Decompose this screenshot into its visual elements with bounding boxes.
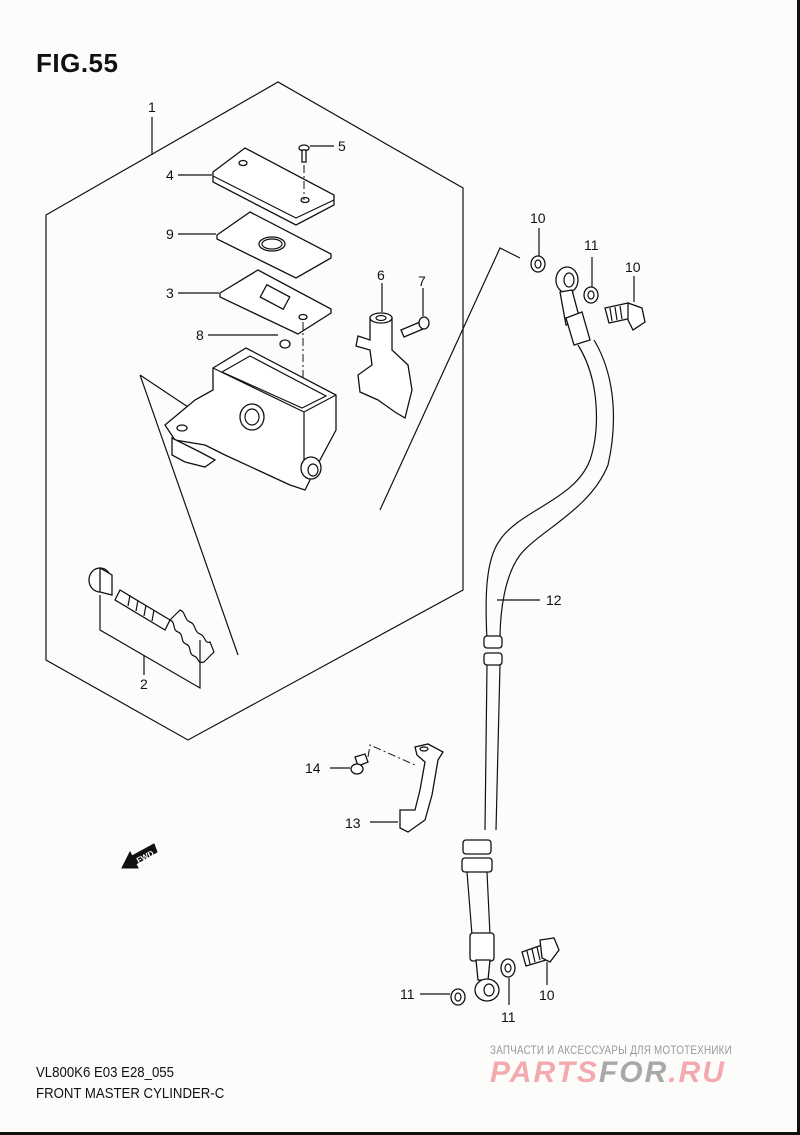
reservoir-plate-part[interactable]	[219, 269, 332, 335]
cap-screw-part[interactable]	[298, 144, 310, 163]
union-bolt-lower-part[interactable]	[521, 937, 560, 967]
diaphragm-part[interactable]	[216, 211, 332, 279]
callout-1[interactable]: 1	[148, 99, 156, 115]
callout-5[interactable]: 5	[338, 138, 346, 154]
callout-8[interactable]: 8	[196, 327, 204, 343]
callout-6[interactable]: 6	[377, 267, 385, 283]
gasket-upper-left-part[interactable]	[530, 255, 546, 273]
watermark-logo-part3: .RU	[668, 1056, 726, 1089]
hose-clamp-part[interactable]	[399, 743, 444, 833]
model-code: VL800K6 E03 E28_055	[36, 1064, 174, 1081]
watermark-logo-part1: PARTS	[490, 1056, 599, 1089]
piston-set-part[interactable]	[88, 566, 215, 663]
watermark-logo: PARTSFOR.RU	[490, 1056, 726, 1090]
clamp-bolt-part[interactable]	[350, 753, 369, 775]
callout-7[interactable]: 7	[418, 273, 426, 289]
callout-3[interactable]: 3	[166, 285, 174, 301]
brake-hose-part[interactable]	[461, 266, 615, 1002]
gasket-upper-right-part[interactable]	[583, 286, 599, 304]
holder-bolt-part[interactable]	[400, 316, 430, 338]
fwd-arrow-icon: FWD	[121, 843, 158, 869]
nut-part[interactable]	[279, 339, 291, 349]
watermark-logo-part2: FOR	[598, 1056, 669, 1089]
callout-11b[interactable]: 11	[584, 237, 599, 253]
gasket-lower-left-part[interactable]	[450, 988, 466, 1006]
callout-10a[interactable]: 10	[625, 259, 641, 275]
callout-9[interactable]: 9	[166, 226, 174, 242]
figure-title: FIG.55	[36, 48, 119, 78]
master-cylinder-body-part[interactable]	[164, 347, 337, 491]
callout-11d[interactable]: 11	[501, 1009, 516, 1025]
part-group-name: FRONT MASTER CYLINDER-C	[36, 1085, 225, 1102]
callout-11a[interactable]: 10	[530, 210, 546, 226]
callout-4[interactable]: 4	[166, 167, 174, 183]
assembly-outline	[45, 81, 464, 741]
gasket-lower-right-part[interactable]	[500, 958, 516, 978]
union-bolt-upper-part[interactable]	[604, 302, 646, 331]
watermark-tagline: ЗАПЧАСТИ И АКСЕССУАРЫ ДЛЯ МОТОТЕХНИКИ	[490, 1043, 732, 1057]
callout-13[interactable]: 13	[345, 815, 361, 831]
callout-14[interactable]: 14	[305, 760, 321, 776]
callout-12[interactable]: 12	[546, 592, 562, 608]
holder-part[interactable]	[355, 312, 413, 420]
reservoir-cap-part[interactable]	[212, 147, 335, 226]
callout-11c[interactable]: 11	[400, 986, 415, 1002]
callout-2[interactable]: 2	[140, 676, 148, 692]
callout-10b[interactable]: 10	[539, 987, 555, 1003]
